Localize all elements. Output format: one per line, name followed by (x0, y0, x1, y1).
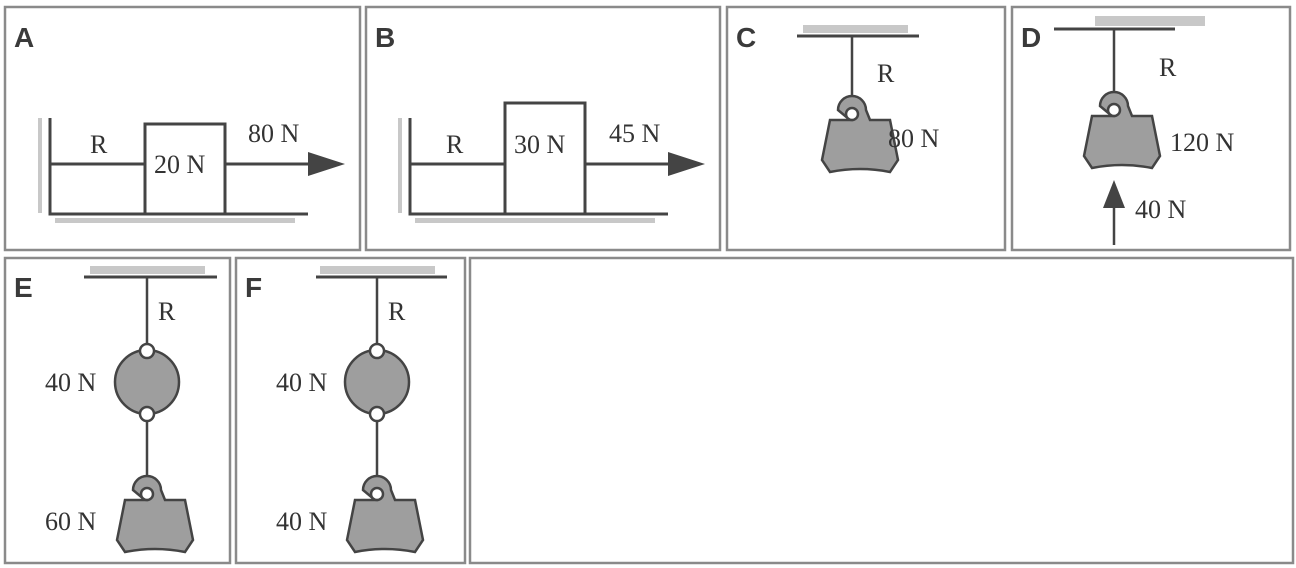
panel-e: E R 40 N 60 N (3, 256, 232, 565)
rope-label: R (877, 59, 895, 88)
panel-f: F R 40 N 40 N (234, 256, 467, 565)
panel-label: D (1021, 22, 1041, 53)
arrow-head-icon (308, 152, 345, 176)
panel-label: E (14, 272, 33, 303)
block (143, 122, 227, 216)
push-force-label: 40 N (1135, 195, 1187, 224)
rope-label: R (1159, 53, 1177, 82)
rope-label: R (388, 297, 406, 326)
arrow-up-icon (1103, 180, 1125, 208)
arrow-head-icon (668, 152, 705, 176)
force-label: 45 N (609, 119, 661, 148)
block (503, 101, 587, 216)
weight-label: 40 N (276, 507, 328, 536)
block-weight-label: 30 N (514, 130, 566, 159)
ball-icon (343, 348, 411, 416)
panel-label: B (375, 22, 395, 53)
panel-a: A R 20 N 80 N (3, 5, 362, 252)
panel-d: D R 120 N 40 N (1010, 5, 1292, 252)
panel-label: A (14, 22, 34, 53)
ball-weight-label: 40 N (45, 368, 97, 397)
panel-label: C (736, 22, 756, 53)
weight-label: 120 N (1170, 128, 1235, 157)
ball-icon (113, 348, 181, 416)
force-label: 80 N (248, 119, 300, 148)
rope-label: R (90, 130, 108, 159)
empty-panel (468, 256, 1295, 565)
weight-label: 60 N (45, 507, 97, 536)
block-weight-label: 20 N (154, 150, 206, 179)
weight-label: 80 N (888, 124, 940, 153)
rope-label: R (446, 130, 464, 159)
panel-b: B R 30 N 45 N (364, 5, 722, 252)
panel-c: C R 80 N (725, 5, 1007, 252)
rope-label: R (158, 297, 176, 326)
panel-label: F (245, 272, 262, 303)
ball-weight-label: 40 N (276, 368, 328, 397)
